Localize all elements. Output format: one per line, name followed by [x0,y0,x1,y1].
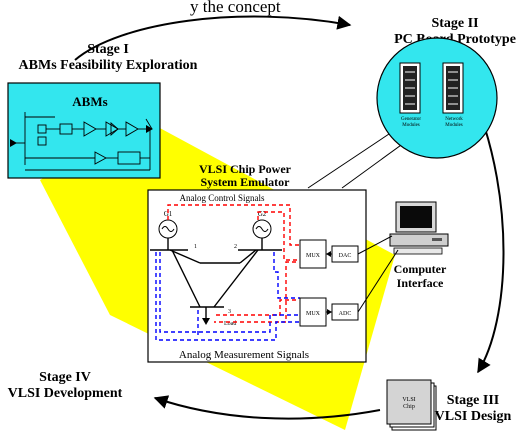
computer-icon [389,201,449,255]
stage1-title: ABMs Feasibility Exploration [19,58,198,73]
g2-label: G2 [258,210,267,218]
stage2-board-circle: Generator Modules Network Modules [376,37,498,159]
computer-label-line1: Computer [394,262,447,276]
cropped-top-text: y the concept [190,0,281,16]
mux-to-adc-arrow [327,309,332,315]
mux-top: MUX [299,239,327,269]
generator-modules-line1: Generator [401,117,421,122]
abm-output-arrow [146,125,153,133]
emulator-box: Analog Control Signals Analog Measuremen… [147,189,367,363]
network-modules-line2: Modules [445,123,463,128]
arrow-stage1-to-stage2 [74,15,352,61]
arrow-stage2-to-stage3 [474,99,505,374]
stage3-title: VLSI Design [435,409,512,424]
vlsi-chip-line2: Chip [403,404,415,410]
mux-bottom: MUX [299,297,327,327]
mux-top-label: MUX [306,253,321,259]
emulator-title-line2: System Emulator [201,175,291,189]
vlsi-chip-line1: VLSI [402,397,415,403]
dac-box: DAC [331,245,359,263]
arrow-stage3-to-stage4 [153,395,381,420]
generator-module-board [399,62,421,114]
stage1-label: Stage I [87,42,129,57]
stage2-projection-line-left [307,129,396,189]
abms-label: ABMs [72,94,107,109]
dac-to-computer-cable [357,235,393,255]
stage2-label: Stage II [431,16,478,31]
mux-bottom-label: MUX [306,311,321,317]
g1-label: G1 [164,210,173,218]
stage1-abm-box: ABMs [7,82,161,179]
dac-to-mux-arrow [326,251,331,257]
computer-label-line2: Interface [397,276,444,290]
load-label: Load [224,321,236,327]
bus1-label: 1 [194,244,197,250]
network-module-board [442,62,464,114]
abm-circuit-icon [10,112,153,171]
vlsi-chip-icon: VLSI Chip [386,379,437,431]
generator-modules-line2: Modules [402,123,420,128]
control-signal-lines [167,204,300,323]
bus2-label: 2 [234,244,237,250]
measurement-signals-label: Analog Measurement Signals [179,349,309,361]
power-network [150,238,282,320]
measurement-signal-lines [155,252,300,341]
stage3-label: Stage III [447,393,500,408]
stage4-title: VLSI Development [8,386,123,401]
adc-label: ADC [339,311,352,317]
stage4-label: Stage IV [39,370,91,385]
adc-to-computer-cable [357,249,399,313]
abm-input-arrow [10,139,17,147]
adc-box: ADC [331,303,359,321]
emulator-title-line1: VLSI Chip Power [199,162,292,176]
dac-label: DAC [339,253,352,259]
network-modules-line1: Network [445,117,463,122]
bus3-label: 3 [228,309,231,315]
load-arrow [202,318,210,325]
control-signals-label: Analog Control Signals [180,193,265,203]
